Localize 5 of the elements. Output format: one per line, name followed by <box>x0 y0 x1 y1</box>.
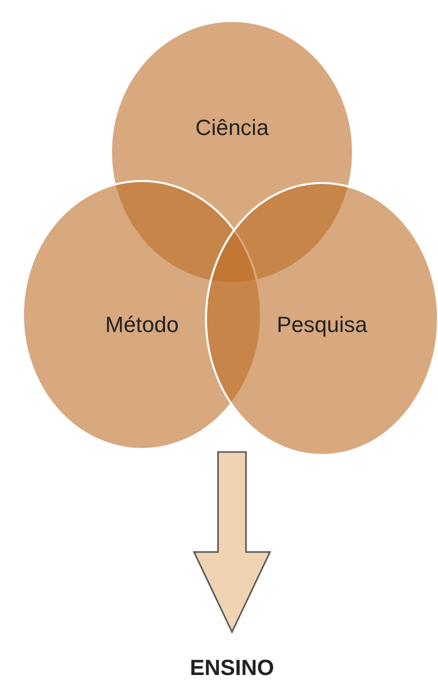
set-label: Método <box>105 312 179 338</box>
result-label: ENSINO <box>190 655 274 681</box>
set-label: Ciência <box>195 115 269 141</box>
arrow <box>192 451 272 634</box>
set-label: Pesquisa <box>276 312 368 338</box>
